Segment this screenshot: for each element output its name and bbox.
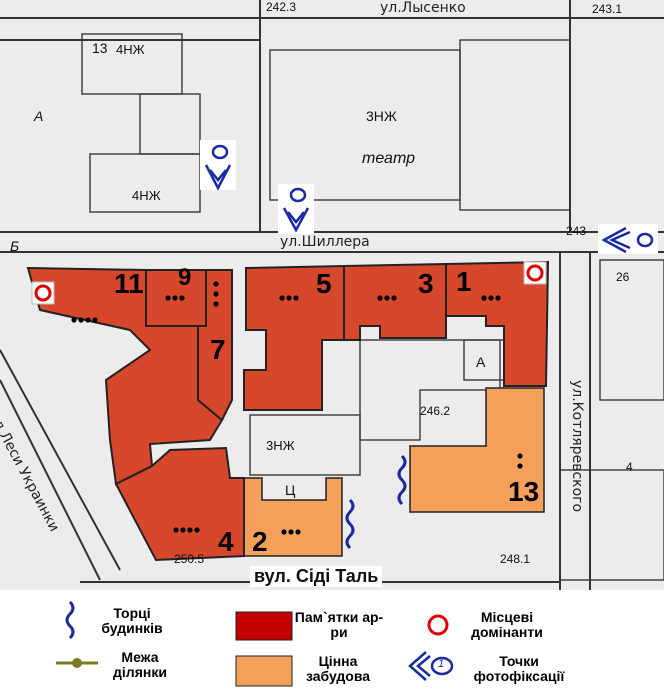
legend-monument-label: Пам`ятки ар-ри [294,609,384,640]
building-number-11: 11 [114,268,144,299]
monument-building-1 [445,260,550,387]
legend-valuable-label: Цінна забудова [305,653,371,684]
building-number-2: 2 [252,526,268,557]
letter-label: Ц [285,482,296,498]
height-label: 248.1 [500,552,531,566]
legend-dominant-label: Місцеві домінанти [471,609,543,640]
floors-label: 4НЖ [116,42,145,57]
legend-valuable-swatch [235,655,293,687]
map: 11 9 7 5 3 1 13 4 2 ул.Лысенко ул.Шиллер… [0,0,664,590]
monument-building-7 [197,269,233,422]
dominant-markers [31,261,547,305]
height-label: 242.3 [266,0,297,14]
height-label: 243 [566,224,587,238]
legend-photo-label: Точки фотофіксації [473,653,565,684]
house-number-label: 4 [626,460,633,474]
building-number-5: 5 [316,268,332,299]
building-number-9: 9 [178,264,192,291]
letter-label: А [476,354,486,370]
monument-building-4 [114,446,245,562]
floor-dots [71,281,523,535]
photo-points [200,140,658,254]
legend-facade-icon [65,600,75,640]
letter-label: А [34,108,44,124]
dominant-ring [34,284,52,302]
legend-photo-badge: 1 [438,658,445,670]
building-number-4: 4 [218,526,234,557]
street-label-shiller: ул.Шиллера [280,234,370,250]
street-label-sidi-tal: вул. Сіді Таль [250,566,383,587]
building-number-3: 3 [418,268,434,299]
building-outline [249,414,361,476]
height-label: 243.1 [592,2,623,16]
valuable-building-2 [243,477,343,557]
legend-symbols [56,600,454,687]
dominant-ring [526,264,544,282]
valuable-building-13 [409,387,545,513]
building-number-1: 1 [456,266,472,297]
floors-label: 4НЖ [132,188,161,203]
building-number-7: 7 [210,334,226,365]
letter-label: Б [10,238,20,254]
legend-boundary-icon [56,658,98,668]
theatre-floors-label: 3НЖ [366,108,397,124]
house-number-label: 26 [616,270,630,284]
building-13-label: 13 [92,40,108,56]
theatre-label: театр [362,150,415,167]
floors-label: 3НЖ [266,438,295,453]
legend: Торці будинків Пам`ятки ар-ри Місцеві до… [0,590,664,693]
legend-boundary-label: Межа ділянки [113,649,167,680]
building-outline [81,33,183,95]
height-label: 250.5 [174,552,205,566]
legend-photo-icon [408,651,454,681]
building-number-13: 13 [508,476,540,507]
building-outline [599,259,664,401]
height-label: 246.2 [420,404,451,418]
facade-markers [345,454,407,550]
legend-dominant-icon [427,614,449,636]
street-label-kotlyarevskogo: ул.Котляревского [569,380,585,513]
legend-monument-swatch [235,611,293,641]
street-label-lysenko: ул.Лысенко [380,0,466,16]
street-lines [0,0,664,590]
legend-facade-label: Торці будинків [101,605,163,636]
map-drawing [0,0,664,590]
